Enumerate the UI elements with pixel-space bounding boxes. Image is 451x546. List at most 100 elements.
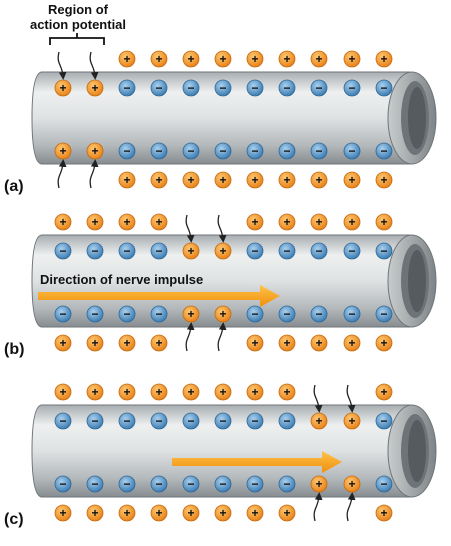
positive-ion: + — [278, 171, 296, 189]
negative-ion: − — [375, 412, 393, 430]
impulse-label: Direction of nerve impulse — [40, 272, 203, 287]
svg-text:−: − — [315, 307, 322, 321]
positive-ion: + — [246, 213, 264, 231]
svg-text:−: − — [283, 244, 290, 258]
negative-ion: − — [375, 242, 393, 260]
svg-text:−: − — [219, 414, 226, 428]
ion-flow-arrow — [185, 214, 195, 243]
svg-text:+: + — [315, 477, 322, 491]
svg-text:+: + — [348, 173, 355, 187]
negative-ion: − — [278, 242, 296, 260]
svg-text:−: − — [59, 307, 66, 321]
negative-ion: − — [150, 305, 168, 323]
svg-text:−: − — [123, 144, 130, 158]
svg-text:+: + — [187, 173, 194, 187]
negative-ion: − — [214, 475, 232, 493]
positive-ion: + — [182, 305, 200, 323]
negative-ion: − — [150, 79, 168, 97]
negative-ion: − — [246, 475, 264, 493]
positive-ion: + — [214, 504, 232, 522]
svg-text:+: + — [219, 385, 226, 399]
svg-text:−: − — [283, 81, 290, 95]
negative-ion: − — [246, 79, 264, 97]
positive-ion: + — [86, 79, 104, 97]
negative-ion: − — [214, 412, 232, 430]
svg-text:+: + — [251, 52, 258, 66]
svg-text:+: + — [251, 336, 258, 350]
svg-text:+: + — [155, 52, 162, 66]
negative-ion: − — [343, 305, 361, 323]
svg-text:+: + — [219, 173, 226, 187]
svg-text:+: + — [123, 173, 130, 187]
svg-text:+: + — [251, 173, 258, 187]
positive-ion: + — [246, 334, 264, 352]
ion-flow-arrow — [89, 159, 99, 189]
svg-text:+: + — [59, 215, 66, 229]
negative-ion: − — [278, 142, 296, 160]
impulse-arrow — [172, 451, 342, 473]
positive-ion: + — [118, 504, 136, 522]
ion-flow-arrow — [217, 322, 227, 352]
positive-ion: + — [54, 383, 72, 401]
negative-ion: − — [343, 79, 361, 97]
negative-ion: − — [214, 79, 232, 97]
svg-text:+: + — [91, 385, 98, 399]
positive-ion: + — [54, 504, 72, 522]
svg-text:−: − — [123, 244, 130, 258]
positive-ion: + — [182, 171, 200, 189]
svg-text:−: − — [283, 414, 290, 428]
positive-ion: + — [246, 171, 264, 189]
negative-ion: − — [310, 142, 328, 160]
positive-ion: + — [278, 383, 296, 401]
svg-text:+: + — [91, 215, 98, 229]
svg-text:−: − — [348, 144, 355, 158]
negative-ion: − — [86, 305, 104, 323]
svg-text:−: − — [380, 414, 387, 428]
positive-ion: + — [310, 412, 328, 430]
panel-label: (c) — [4, 511, 24, 528]
svg-text:+: + — [59, 336, 66, 350]
svg-text:−: − — [123, 307, 130, 321]
positive-ion: + — [375, 504, 393, 522]
region-label-line1: Region of — [48, 2, 109, 17]
svg-text:−: − — [91, 244, 98, 258]
svg-text:−: − — [315, 144, 322, 158]
svg-text:−: − — [187, 477, 194, 491]
svg-text:+: + — [155, 506, 162, 520]
negative-ion: − — [118, 242, 136, 260]
negative-ion: − — [310, 242, 328, 260]
positive-ion: + — [214, 383, 232, 401]
negative-ion: − — [150, 142, 168, 160]
positive-ion: + — [214, 242, 232, 260]
positive-ion: + — [182, 383, 200, 401]
svg-text:+: + — [59, 81, 66, 95]
svg-text:−: − — [155, 414, 162, 428]
positive-ion: + — [118, 383, 136, 401]
svg-text:−: − — [123, 477, 130, 491]
positive-ion: + — [375, 334, 393, 352]
negative-ion: − — [86, 475, 104, 493]
positive-ion: + — [375, 50, 393, 68]
positive-ion: + — [54, 79, 72, 97]
svg-text:−: − — [380, 307, 387, 321]
negative-ion: − — [246, 242, 264, 260]
negative-ion: − — [375, 142, 393, 160]
svg-text:−: − — [315, 81, 322, 95]
svg-text:+: + — [348, 414, 355, 428]
svg-text:+: + — [251, 215, 258, 229]
svg-text:+: + — [187, 385, 194, 399]
ion-flow-arrow — [185, 322, 195, 352]
negative-ion: − — [54, 242, 72, 260]
svg-text:+: + — [251, 506, 258, 520]
positive-ion: + — [150, 334, 168, 352]
panel-1: +++++++++++−−−−−−−−−++−−−−−−−−−+++++++++… — [4, 50, 437, 195]
ion-flow-arrow — [313, 492, 323, 522]
panels: +++++++++++−−−−−−−−−++−−−−−−−−−+++++++++… — [4, 50, 437, 528]
negative-ion: − — [375, 305, 393, 323]
negative-ion: − — [118, 475, 136, 493]
negative-ion: − — [343, 142, 361, 160]
svg-text:+: + — [348, 215, 355, 229]
negative-ion: − — [182, 475, 200, 493]
svg-text:−: − — [283, 144, 290, 158]
